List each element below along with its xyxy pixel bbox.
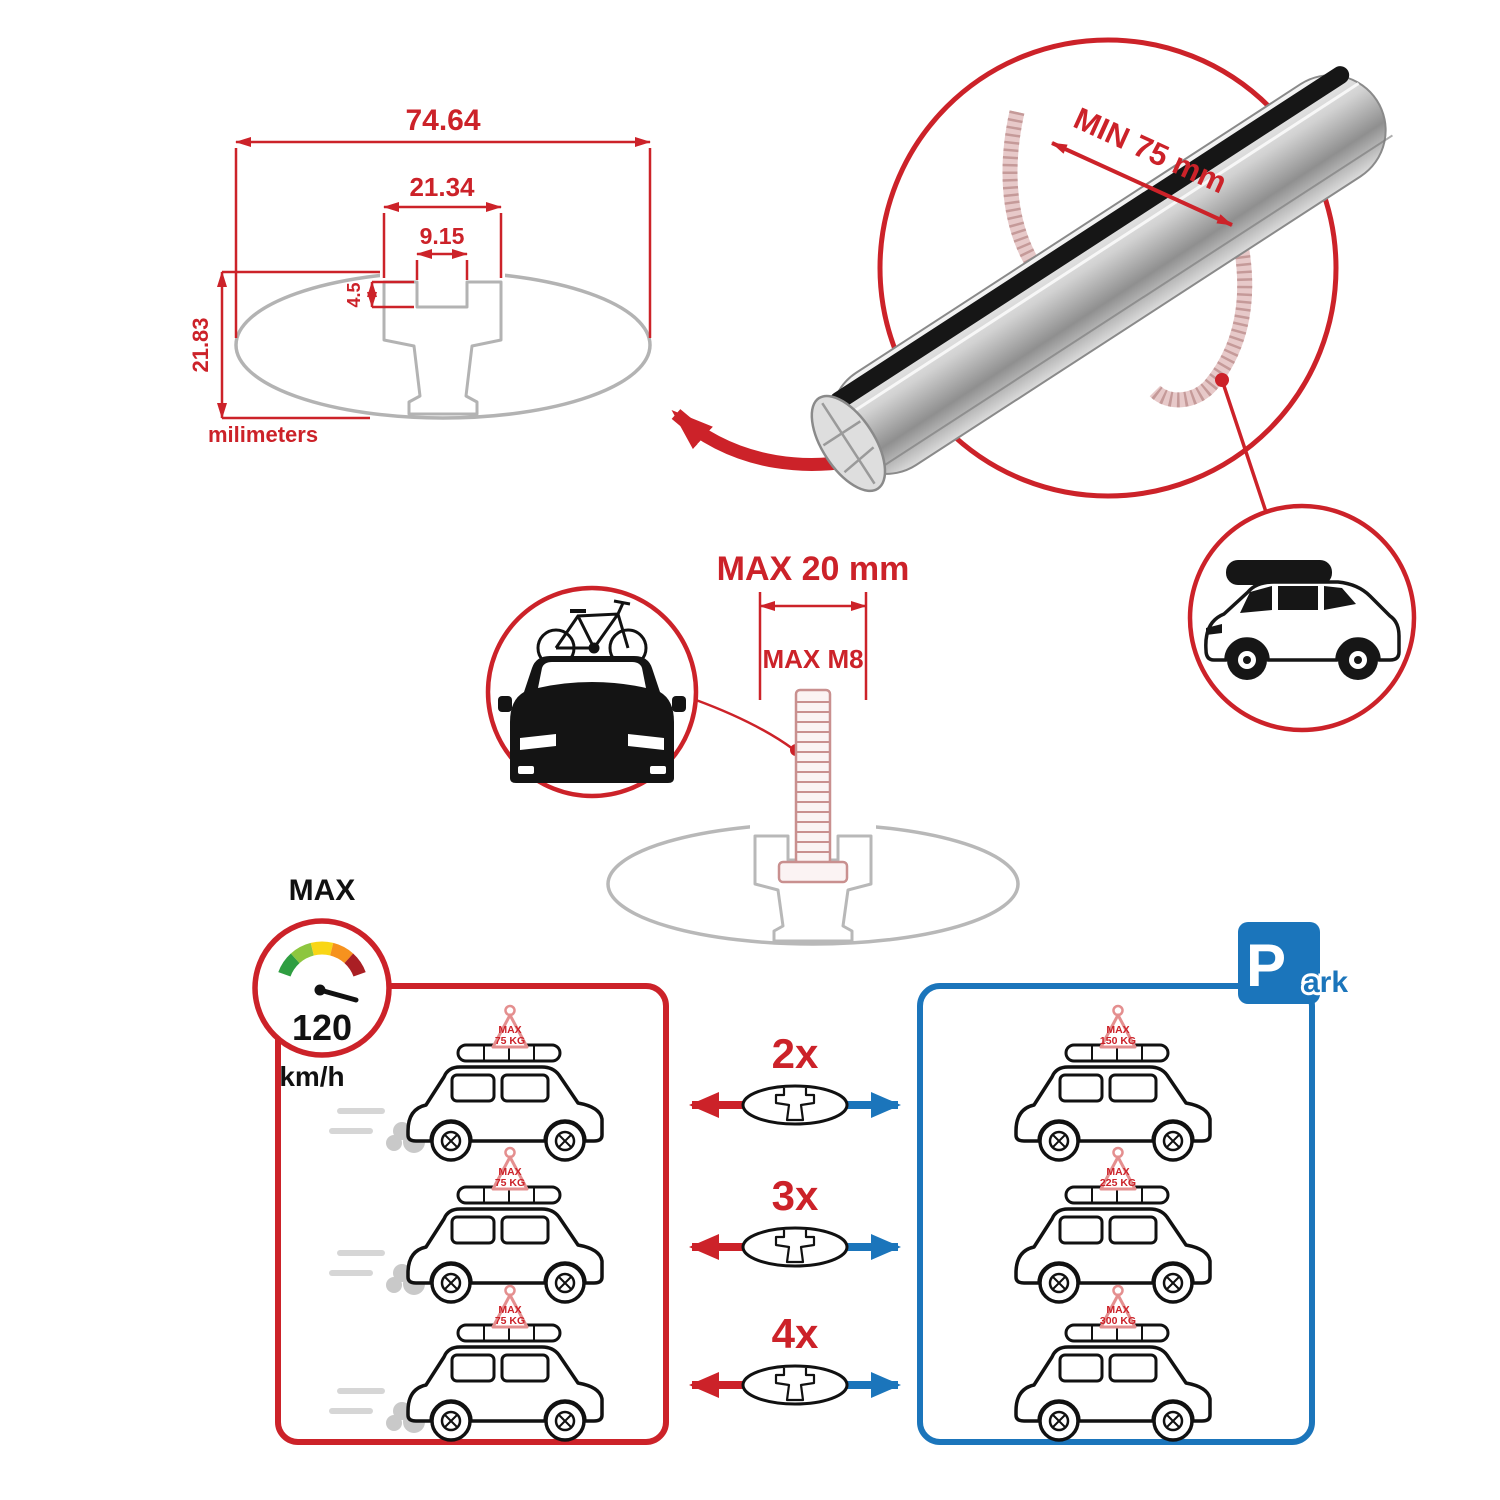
dim-bolt-length xyxy=(758,592,868,700)
row3-count: 4x xyxy=(772,1310,819,1357)
profile-t-slot xyxy=(382,280,503,416)
dim-total-width xyxy=(234,137,652,338)
row2-bar-profile-icon xyxy=(741,1226,849,1268)
row3-right-roof-sign: MAX 300 KG xyxy=(1099,1284,1137,1329)
svg-text:225 KG: 225 KG xyxy=(1100,1177,1136,1189)
dim-total-height-label: 21.83 xyxy=(188,317,213,372)
speed-max-label: MAX xyxy=(289,874,356,907)
bolt-max-length-label: MAX 20 mm xyxy=(717,550,910,588)
row1-left-roof-sign: MAX 75 KG xyxy=(491,1004,529,1049)
clamp-strap-right xyxy=(1149,209,1253,408)
row3-left-roof-sign: MAX 75 KG xyxy=(491,1284,529,1329)
svg-text:MAX: MAX xyxy=(1106,1166,1129,1178)
svg-text:MAX: MAX xyxy=(498,1166,521,1178)
svg-text:300 KG: 300 KG xyxy=(1100,1315,1136,1327)
speedometer-arc xyxy=(278,941,366,977)
bolt-callout-line xyxy=(695,698,794,751)
svg-text:150 KG: 150 KG xyxy=(1100,1035,1136,1047)
row2-left-car-icon xyxy=(406,1185,604,1304)
bolt-max-thread-label: MAX M8 xyxy=(762,644,863,674)
bar-detail-circle: MIN 75 mm xyxy=(810,37,1393,499)
svg-text:MAX: MAX xyxy=(1106,1304,1129,1316)
car-bike-circle xyxy=(485,585,699,799)
row3-right-car-icon xyxy=(1014,1323,1212,1442)
fixing-point-section: MAX 20 mm MAX M8 xyxy=(485,550,1020,946)
row2-left-roof-sign: MAX 75 KG xyxy=(491,1146,529,1191)
dim-lip-height xyxy=(367,280,414,309)
roof-box-icon xyxy=(1226,560,1332,585)
clamp-strap-left xyxy=(1002,110,1045,277)
car-front-icon xyxy=(498,656,686,783)
svg-text:75 KG: 75 KG xyxy=(495,1177,525,1189)
callout-line xyxy=(1220,379,1268,513)
parking-sign: P ark xyxy=(1238,922,1351,1004)
dim-lip-height-label: 4.5 xyxy=(344,282,364,307)
svg-text:MAX: MAX xyxy=(498,1304,521,1316)
parking-panel xyxy=(917,983,1315,1445)
speedometer-icon: MAX 120 km/h xyxy=(252,874,392,1092)
row1-right-roof-sign: MAX 150 KG xyxy=(1099,1004,1137,1049)
row3-bar-profile-icon xyxy=(741,1364,849,1406)
speed-units: km/h xyxy=(279,1061,344,1092)
dim-total-height xyxy=(217,270,380,420)
dim-opening-width xyxy=(415,249,469,280)
parking-sign-p: P xyxy=(1246,932,1286,999)
dim-opening-width-label: 9.15 xyxy=(420,223,465,249)
suv-with-roofbox-icon xyxy=(1204,560,1401,680)
t-bolt-icon xyxy=(777,688,849,884)
parking-sign-square xyxy=(1238,922,1320,1004)
svg-text:MAX: MAX xyxy=(498,1024,521,1036)
driving-panel xyxy=(275,983,669,1445)
row2-right-roof-sign: MAX 225 KG xyxy=(1099,1146,1137,1191)
svg-text:MAX: MAX xyxy=(1106,1024,1129,1036)
svg-text:75 KG: 75 KG xyxy=(495,1315,525,1327)
min-span-arrow xyxy=(1051,141,1233,227)
speedometer-needle xyxy=(317,987,359,1003)
dim-slot-width xyxy=(382,202,503,278)
row1-left-car-icon xyxy=(406,1043,604,1162)
bike-icon xyxy=(536,599,648,668)
row1-bar-profile-icon xyxy=(741,1084,849,1126)
units-label: milimeters xyxy=(208,422,318,447)
row1-count: 2x xyxy=(772,1030,819,1077)
row3-left-car-icon xyxy=(406,1323,604,1442)
dim-total-width-label: 74.64 xyxy=(405,104,480,137)
row2-right-car-icon xyxy=(1014,1185,1212,1304)
row1-right-car-icon xyxy=(1014,1043,1212,1162)
speed-value: 120 xyxy=(292,1007,352,1048)
suv-roofbox-circle xyxy=(1187,503,1417,733)
row2-count: 3x xyxy=(772,1172,819,1219)
cross-section-drawing: 74.64 21.34 9.15 4.5 21.83 milimeters xyxy=(188,104,652,447)
dim-slot-width-label: 21.34 xyxy=(409,172,475,202)
parking-sign-ark: ark xyxy=(1303,966,1348,999)
svg-text:75 KG: 75 KG xyxy=(495,1035,525,1047)
